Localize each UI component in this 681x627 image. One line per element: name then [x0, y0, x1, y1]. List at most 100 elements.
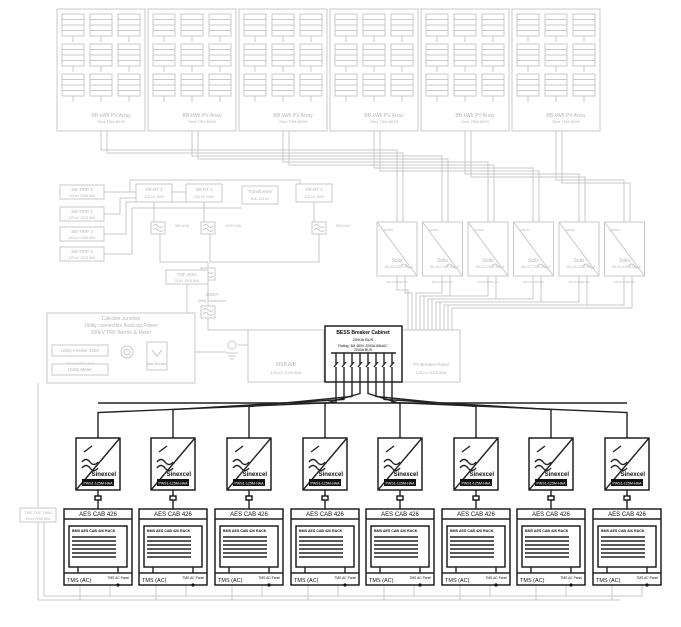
- pcs-dc-icon: [158, 445, 168, 453]
- bess-breaker-switch-icon: [373, 361, 379, 368]
- grey-wire: [44, 584, 491, 597]
- cabinet-tms-sub: TMS AC Panel: [560, 576, 582, 580]
- utility-block: Caledon Junction Utility connection Back…: [46, 269, 238, 384]
- pv-breaker-panel-sub: 125 kV 2000 80A: [416, 370, 447, 375]
- cabinet-title: AES CAB 426: [154, 512, 192, 518]
- top-box-sub: 125 kV 2000: [144, 195, 164, 199]
- transformer-body: [200, 221, 216, 235]
- pcs-brand: Sinexcel: [470, 472, 495, 478]
- pcs-ac-wave-icon: [81, 458, 99, 472]
- grey-wire: [447, 276, 625, 330]
- fuse-icon: [472, 495, 480, 501]
- ac-symbol-icon: [400, 263, 414, 269]
- top-box: [185, 183, 223, 203]
- pv-inverter-sub: S6-GC125K-HV: [612, 265, 638, 269]
- pv-inverter-diagonal: [558, 221, 600, 277]
- breaker-symbol-icon: [151, 349, 163, 357]
- pv-inverter-label: Solis: [619, 258, 630, 264]
- pcs-model: PWS1-125M-HAA: [613, 482, 643, 486]
- pv-array-sub: Trina TSM-NE09: [461, 120, 489, 124]
- pcs-ac-wave-icon: [534, 458, 552, 472]
- transformer-label: 500 kVA: [336, 224, 351, 228]
- fuse-icon: [94, 495, 102, 501]
- pcs-dc-icon: [83, 445, 93, 453]
- transformer-label: 1000 kVA: [225, 224, 242, 228]
- pv-array-sub: Trina TSM-NE09: [552, 120, 580, 124]
- pv-array-title: BB kWh PV Array: [455, 113, 495, 119]
- pcs-dc-icon: [310, 445, 320, 453]
- bess-breaker-switch-icon: [381, 361, 387, 368]
- grey-wire: [451, 276, 633, 330]
- pcs-dc-icon: [385, 445, 395, 453]
- pcs-ac-wave-icon: [610, 458, 628, 472]
- bess-to-pcs-wire: [383, 367, 552, 438]
- grey-wire: [379, 131, 540, 222]
- grey-wire: [44, 584, 263, 597]
- transformer-coil-icon: [202, 224, 214, 232]
- cabinet-inner-frame: [143, 525, 203, 568]
- bess-breaker-switch-icon: [333, 361, 339, 368]
- bess-cabinet: BESS Breaker Cabinet 2000A BUS Rating: 3…: [324, 325, 403, 383]
- meter-label: SB-TRIP 2: [71, 209, 93, 214]
- pv-inverter-diagonal: [422, 221, 463, 277]
- pv-inverter-label: Solis: [528, 258, 539, 264]
- grey-wire: [464, 131, 580, 222]
- pcs-brand: Sinexcel: [319, 472, 344, 478]
- cabinet-tms-label: TMS (AC): [142, 578, 167, 584]
- transformer-label: 500 kVA: [175, 224, 190, 228]
- grey-wire: [44, 584, 187, 597]
- bess-cabinet-title: BESS Breaker Cabinet: [336, 330, 390, 336]
- pcs-dc-icon: [461, 445, 471, 453]
- cabinet-node: [645, 583, 649, 587]
- pv-inverter-diagonal: [513, 221, 554, 277]
- pcs-model-plate: [82, 479, 114, 486]
- utility-feeder-label: Utility Feeder 33kV: [61, 348, 99, 353]
- pcs-model-plate: [233, 479, 265, 486]
- cabinet-node: [116, 583, 120, 587]
- cabinet-title: AES CAB 426: [230, 512, 268, 518]
- top-box: [135, 183, 173, 203]
- pv-array-title: BB kWh PV Array: [91, 113, 131, 119]
- grey-wire: [288, 131, 495, 222]
- grey-wire: [555, 131, 625, 222]
- grey-wire: [37, 522, 620, 601]
- cabinet-title: AES CAB 426: [532, 512, 570, 518]
- grey-wire: [423, 276, 489, 330]
- meter-box: [59, 226, 105, 242]
- grey-wire: [44, 584, 339, 597]
- meter-sub: 125 kV 2000 80A: [69, 236, 97, 240]
- pcs-model-plate: [384, 479, 416, 486]
- meter-label: SB-TRIP 4: [71, 249, 93, 254]
- pcs-model-plate: [157, 479, 189, 486]
- fuse-icon: [169, 495, 177, 501]
- cabinet-node: [418, 583, 422, 587]
- pcs-ac-wave-icon: [232, 458, 250, 472]
- aux-box: [19, 507, 57, 523]
- bess-bus-label: 2000A BUS: [354, 348, 373, 352]
- meter-box: [59, 184, 105, 200]
- pcs-model-plate: [611, 479, 643, 486]
- cabinet-inner-label: BMS AES CAB 426 RACK: [374, 529, 418, 533]
- bess-breaker-switch-icon: [365, 361, 371, 368]
- cabinet-tms-label: TMS (AC): [445, 578, 470, 584]
- pcs-dc-icon: [536, 445, 546, 453]
- bess-cabinet-frame: [324, 325, 403, 383]
- ac-symbol-icon: [582, 263, 596, 269]
- pcs-ac-wave-icon: [156, 458, 174, 472]
- meter-sub: 125 kV 2000 80A: [69, 256, 97, 260]
- pcs-model: PWS1-125M-HAA: [235, 482, 265, 486]
- cabinet-inner-label: BMS AES CAB 426 RACK: [72, 529, 116, 533]
- cabinet-node: [191, 583, 195, 587]
- utility-header-2: Utility connection Back-up Power: [84, 323, 157, 329]
- pv-inverter-label: Solis: [392, 258, 403, 264]
- utility-trf-box: [165, 269, 209, 285]
- msb-panel: [247, 329, 325, 383]
- grey-wire: [159, 234, 209, 268]
- meter-box: [59, 206, 105, 222]
- cabinet-inner-frame: [219, 525, 279, 568]
- bess-breaker-switch-icon: [349, 361, 355, 368]
